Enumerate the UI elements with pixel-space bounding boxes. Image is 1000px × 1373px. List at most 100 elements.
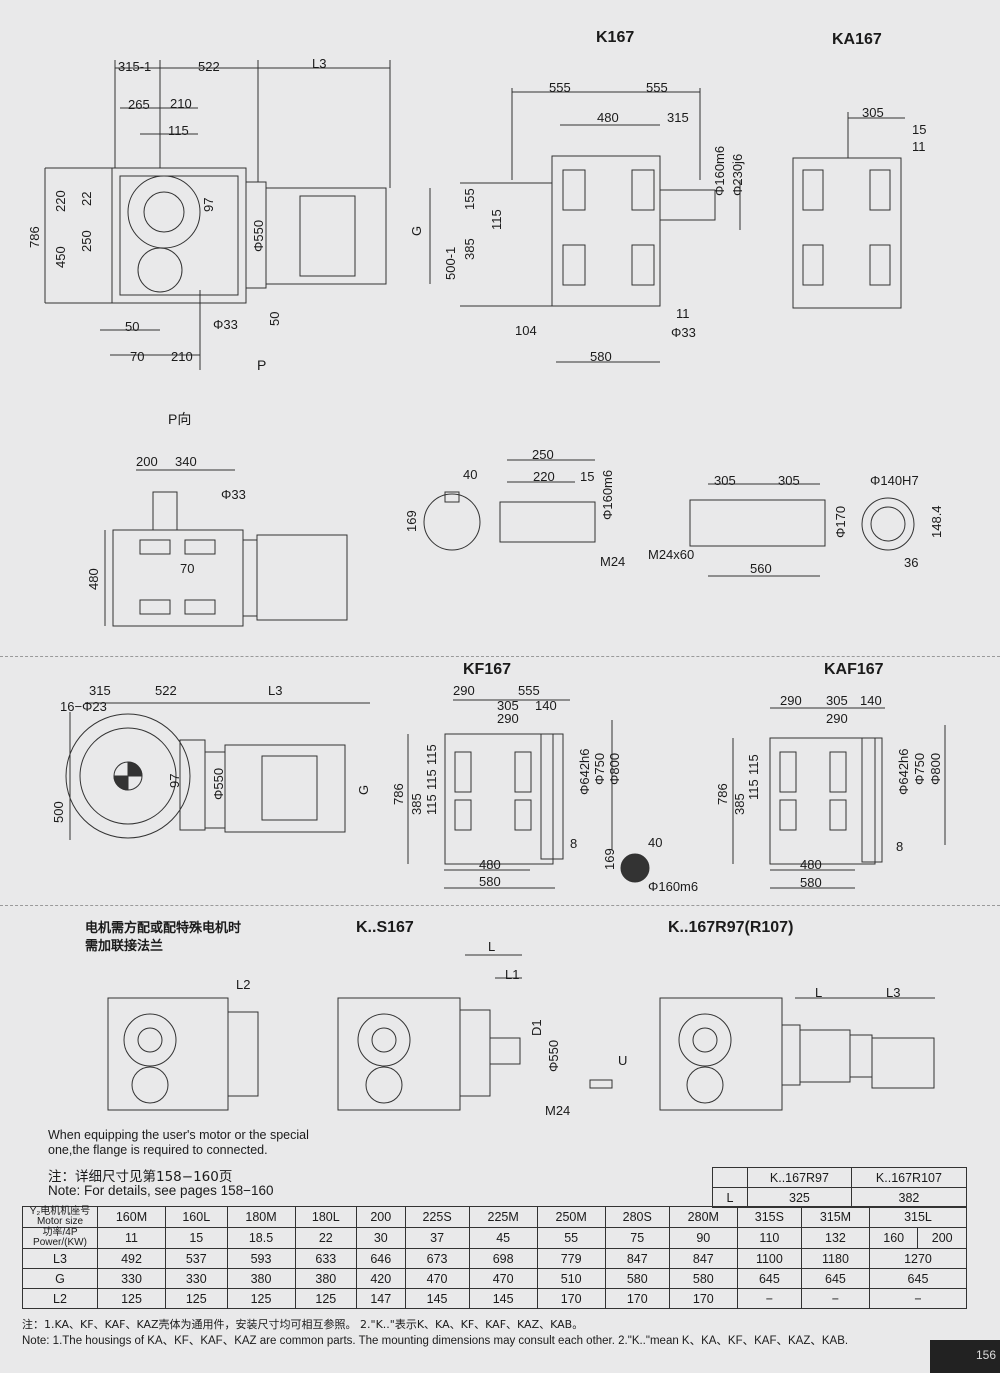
footnote-en: Note: 1.The housings of KA、KF、KAF、KAZ ar… (22, 1335, 849, 1347)
separator-1 (0, 656, 1000, 657)
dim: 155 (462, 188, 477, 210)
table-cell: 180L (294, 1206, 358, 1228)
p-direction-view (104, 469, 348, 627)
table-cell: 315L (868, 1206, 968, 1228)
dim: 104 (515, 323, 537, 338)
table-cell: 492 (96, 1248, 167, 1269)
table-cell: 280S (604, 1206, 670, 1228)
table-cell: 380 (294, 1268, 358, 1289)
dim: 522 (198, 59, 220, 74)
footnote-cn: 注：1.KA、KF、KAF、KAZ壳体为通用件，安装尺寸均可相互参照。 2."K… (22, 1318, 584, 1331)
dim: 305 (497, 698, 519, 713)
dim: 250 (79, 230, 94, 252)
dim: 70 (180, 561, 195, 576)
dim: 50 (125, 319, 140, 334)
dim: 480 (479, 857, 501, 872)
dim: G (409, 225, 424, 236)
dim: 140 (860, 693, 882, 708)
dim: 340 (175, 454, 197, 469)
table-cell: 125 (226, 1288, 296, 1309)
row-head: L3 (22, 1248, 98, 1269)
dim: 97 (167, 773, 182, 788)
dim: 580 (800, 875, 822, 890)
dim: 290 (453, 683, 475, 698)
dim: Φ642h6 (577, 748, 592, 795)
dim: 15 (912, 122, 927, 137)
dim: 555 (646, 80, 668, 95)
table-row: Y₂电机机座号 Motor size 160M 160L 180M 180L 2… (22, 1206, 968, 1228)
dim: Φ800 (928, 752, 943, 785)
row-head: Y₂电机机座号 Motor size (22, 1206, 98, 1228)
table-cell: 847 (604, 1248, 670, 1269)
dim: 250 (532, 447, 554, 462)
dim: 36 (904, 555, 919, 570)
table-cell: − (736, 1288, 802, 1309)
table-cell: 250M (536, 1206, 606, 1228)
note-detail-cn: 注：详细尺寸见第158−160页 (48, 1169, 233, 1185)
dim: 385 (462, 238, 477, 260)
table-cell: 15 (165, 1227, 228, 1249)
table-cell: 470 (404, 1268, 470, 1289)
dim: 200 (136, 454, 158, 469)
dim: 115 (424, 744, 439, 765)
dim: 580 (479, 874, 501, 889)
dim: 140 (535, 698, 557, 713)
title-p-direction: P向 (168, 411, 192, 427)
kaf167-front-view (732, 707, 946, 889)
dim: Φ750 (592, 752, 607, 785)
dim: 500 (51, 801, 66, 823)
table-cell: 330 (165, 1268, 228, 1289)
note-motor-cn2: 需加联接法兰 (85, 939, 164, 954)
dim: 40 (463, 467, 478, 482)
title-k167: K167 (596, 29, 635, 46)
label-p: P (257, 357, 267, 373)
dim: 210 (170, 96, 192, 111)
table-cell: 673 (404, 1248, 470, 1269)
table-cell: 325 (747, 1187, 852, 1208)
dim: Φ800 (607, 752, 622, 785)
dim: 786 (391, 783, 406, 805)
title-ks167: K..S167 (356, 919, 414, 936)
row-head: G (22, 1268, 98, 1289)
table-cell: 132 (800, 1227, 870, 1249)
row-head: L2 (22, 1288, 98, 1309)
dim: 580 (590, 349, 612, 364)
dim: M24 (600, 554, 626, 569)
table-cell: 847 (668, 1248, 738, 1269)
dim: Φ550 (546, 1039, 561, 1072)
title-kaf167: KAF167 (824, 661, 884, 678)
dim: 115 (424, 794, 439, 815)
dim: 480 (86, 568, 101, 590)
dim: 115 (489, 209, 504, 230)
note-detail-en: Note: For details, see pages 158−160 (48, 1183, 274, 1198)
table-row: L2 125 125 125 125 147 145 145 170 170 1… (22, 1288, 968, 1309)
table-cell: 170 (536, 1288, 606, 1309)
table-cell: 280M (668, 1206, 738, 1228)
dim: 305 (862, 105, 884, 120)
dim: Φ230j6 (730, 153, 745, 196)
dim: 169 (602, 848, 617, 870)
table-cell: 510 (536, 1268, 606, 1289)
ks167-views (107, 954, 613, 1111)
dim: 555 (549, 80, 571, 95)
dim: Φ550 (211, 767, 226, 800)
dim: 500-1 (443, 246, 458, 280)
dim: 560 (750, 561, 772, 576)
title-k167r97: K..167R97(R107) (668, 919, 794, 936)
table-cell: L (712, 1187, 748, 1208)
table-cell: 125 (294, 1288, 358, 1309)
table-cell: 470 (468, 1268, 538, 1289)
table-cell: 75 (604, 1227, 670, 1249)
dim: 210 (171, 349, 193, 364)
table-cell: 225S (404, 1206, 470, 1228)
dim: Φ33 (213, 317, 238, 332)
dim: 305 (826, 693, 848, 708)
dim: 70 (130, 349, 145, 364)
dim: 40 (648, 835, 663, 850)
dim: Φ170 (833, 505, 848, 538)
dim: 169 (404, 510, 419, 532)
dim: 305 (778, 473, 800, 488)
page-number-text: 156 (975, 1348, 996, 1362)
note-motor-cn: 电机需方配或配特殊电机时 (85, 921, 242, 936)
